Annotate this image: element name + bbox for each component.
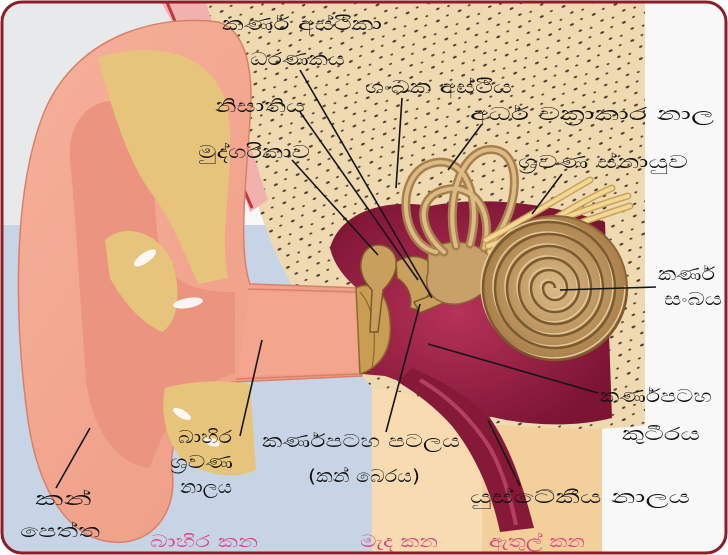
label-incus: නිසාතිය [215, 96, 305, 117]
label-ear-canal-line1: බාහිර [178, 427, 232, 448]
region-label-outer-ear: බාහිර කන [150, 532, 258, 552]
label-cochlea-line2: සංබය [664, 289, 722, 310]
label-cochlea-line1: කර්ණ [658, 264, 715, 285]
label-temporal-bone: ශංඛක අස්ථිය [365, 77, 512, 99]
region-labels: බාහිර කන මැද කන ඇතුල් කන [150, 532, 585, 553]
label-pinna-line2: පෙත්ත [20, 521, 101, 542]
label-stapes: ධරණකය [250, 49, 345, 70]
label-eardrum-common-name: (කන් බෙරය) [308, 466, 420, 487]
label-ear-canal-line3: නාලය [180, 477, 232, 498]
label-eustachian-tube: යුස්ටේකීය නාලය [470, 487, 690, 509]
label-pinna-line1: කන් [35, 489, 92, 510]
region-label-middle-ear: මැද කන [360, 532, 438, 552]
label-auditory-nerve: ශ්‍රවණ ස්නායුව [518, 152, 688, 174]
label-ossicles: කර්ණ අස්ථිකා [222, 14, 382, 36]
label-semicircular-canals: අර්ධ චක්‍රාකාර නාල [470, 104, 714, 126]
label-eardrum: කර්ණපටහ පටලය [262, 431, 460, 452]
label-tympanic-cavity-line1: කර්ණපටහ [600, 386, 712, 407]
label-tympanic-cavity-line2: කුටීරය [622, 424, 700, 445]
region-label-inner-ear: ඇතුල් කන [489, 532, 585, 553]
label-malleus: මුද්ගරිකාව [198, 142, 310, 163]
label-ear-canal-line2: ශ්‍රවණ [170, 452, 233, 473]
